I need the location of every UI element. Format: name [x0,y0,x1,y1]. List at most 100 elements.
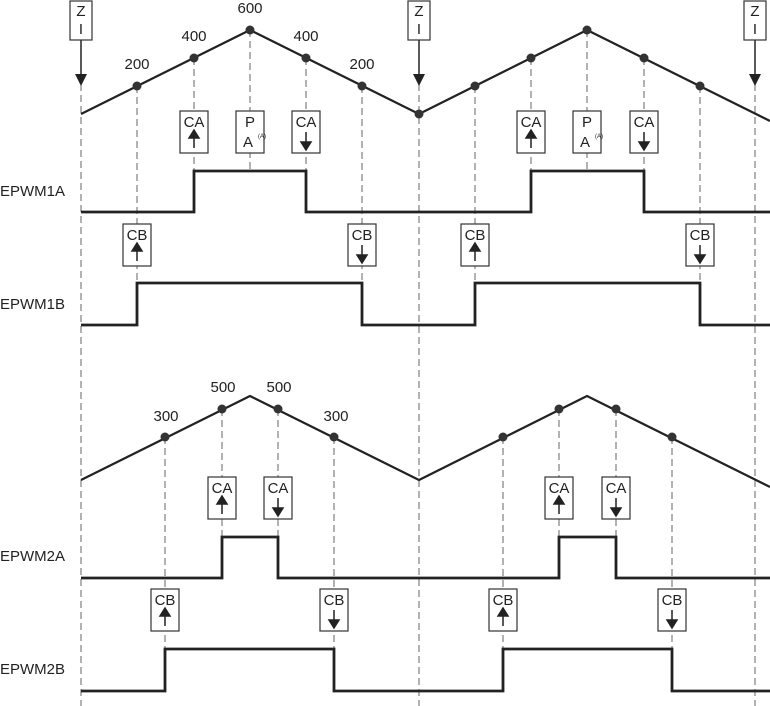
cb-event-label: CB [690,227,711,244]
compare-point [217,404,227,414]
period-event-p: P [582,114,592,131]
period-event-note: (A) [258,134,266,140]
arrow-down-icon [693,245,707,265]
counter1-compare-points [132,25,705,119]
ca-event-label: CA [634,114,655,131]
ca-up-event: CA [207,476,237,520]
compare-point [667,432,677,442]
epwm2a-waveform [81,535,770,580]
arrow-down-icon [609,498,623,518]
period-event: P A (A) [572,110,603,154]
cb-down-event: CB [319,588,349,632]
counter2-value-300: 300 [323,408,348,425]
counter1-value-200: 200 [349,56,374,73]
zero-event-marker: Z I [69,0,93,86]
ca-down-event: CA [601,476,631,520]
period-event-note: (A) [595,134,603,140]
cb-up-event: CB [488,588,518,632]
ca-event-label: CA [549,480,570,497]
cb-up-event: CB [460,223,490,267]
epwm2b-waveform [81,647,770,693]
signal-label-epwm1a: EPWM1A [0,183,65,200]
counter1-value-600: 600 [237,0,262,17]
arrow-up-icon [130,241,144,261]
cb-down-event: CB [657,588,687,632]
zero-event-z: Z [414,3,423,20]
compare-point [189,53,199,63]
ca-event-label: CA [521,114,542,131]
signal-label-epwm1b: EPWM1B [0,296,65,313]
arrow-down-icon [271,498,285,518]
ca-down-event: CA [629,110,659,154]
arrow-up-icon [552,494,566,514]
period-event: P A (A) [235,110,266,154]
cb-up-event: CB [150,588,180,632]
cb-event-label: CB [352,227,373,244]
cb-event-label: CB [127,227,148,244]
counter2-value-300: 300 [153,408,178,425]
signal-label-epwm2b: EPWM2B [0,661,65,678]
compare-point [132,81,142,91]
ca-down-event: CA [291,110,321,154]
arrow-up-icon [158,606,172,626]
compare-point [639,53,649,63]
ca-event-label: CA [212,480,233,497]
compare-point [160,432,170,442]
counter1-value-400: 400 [293,28,318,45]
arrow-up-icon [496,606,510,626]
ca-up-event: CA [179,110,209,154]
cb-event-label: CB [155,592,176,609]
compare-point [611,404,621,414]
zero-event-marker: Z I [743,0,767,86]
epwm1a-waveform [81,169,770,214]
cb-event-label: CB [662,592,683,609]
compare-point [526,53,536,63]
counter1-value-400: 400 [181,28,206,45]
period-point [582,25,592,35]
compare-point [301,53,311,63]
cb-down-event: CB [685,223,715,267]
compare-point [357,81,367,91]
compare-point [498,432,508,442]
counter1-value-200: 200 [124,56,149,73]
counter2-triangle [80,394,770,488]
compare-point [273,404,283,414]
ca-event-label: CA [296,114,317,131]
ca-down-event: CA [263,476,293,520]
ca-event-label: CA [268,480,289,497]
zero-point [414,109,424,119]
zero-event-i: I [79,21,83,38]
arrow-down-icon [327,610,341,630]
ca-up-event: CA [516,110,546,154]
arrow-down-icon [299,132,313,152]
cb-event-label: CB [493,592,514,609]
zero-event-i: I [417,21,421,38]
period-event-a: A [580,134,590,151]
arrow-up-icon [468,241,482,261]
cb-up-event: CB [122,223,152,267]
period-event-a: A [243,134,253,151]
cb-down-event: CB [347,223,377,267]
period-event-p: P [245,114,255,131]
zero-event-i: I [753,21,757,38]
cb-event-label: CB [324,592,345,609]
arrow-down-icon [665,610,679,630]
period-point [245,25,255,35]
arrow-up-icon [524,128,538,148]
counter2-compare-points [160,404,677,442]
arrow-down-icon [355,245,369,265]
counter2-value-500: 500 [266,379,291,396]
zero-event-z: Z [76,3,85,20]
ca-event-label: CA [184,114,205,131]
counter2-value-500: 500 [210,379,235,396]
compare-point [329,432,339,442]
epwm1b-waveform [81,281,770,327]
compare-point [695,81,705,91]
arrow-down-icon [637,132,651,152]
zero-event-marker: Z I [407,0,431,86]
arrow-up-icon [187,128,201,148]
ca-event-label: CA [606,480,627,497]
ca-up-event: CA [544,476,574,520]
zero-event-z: Z [750,3,759,20]
